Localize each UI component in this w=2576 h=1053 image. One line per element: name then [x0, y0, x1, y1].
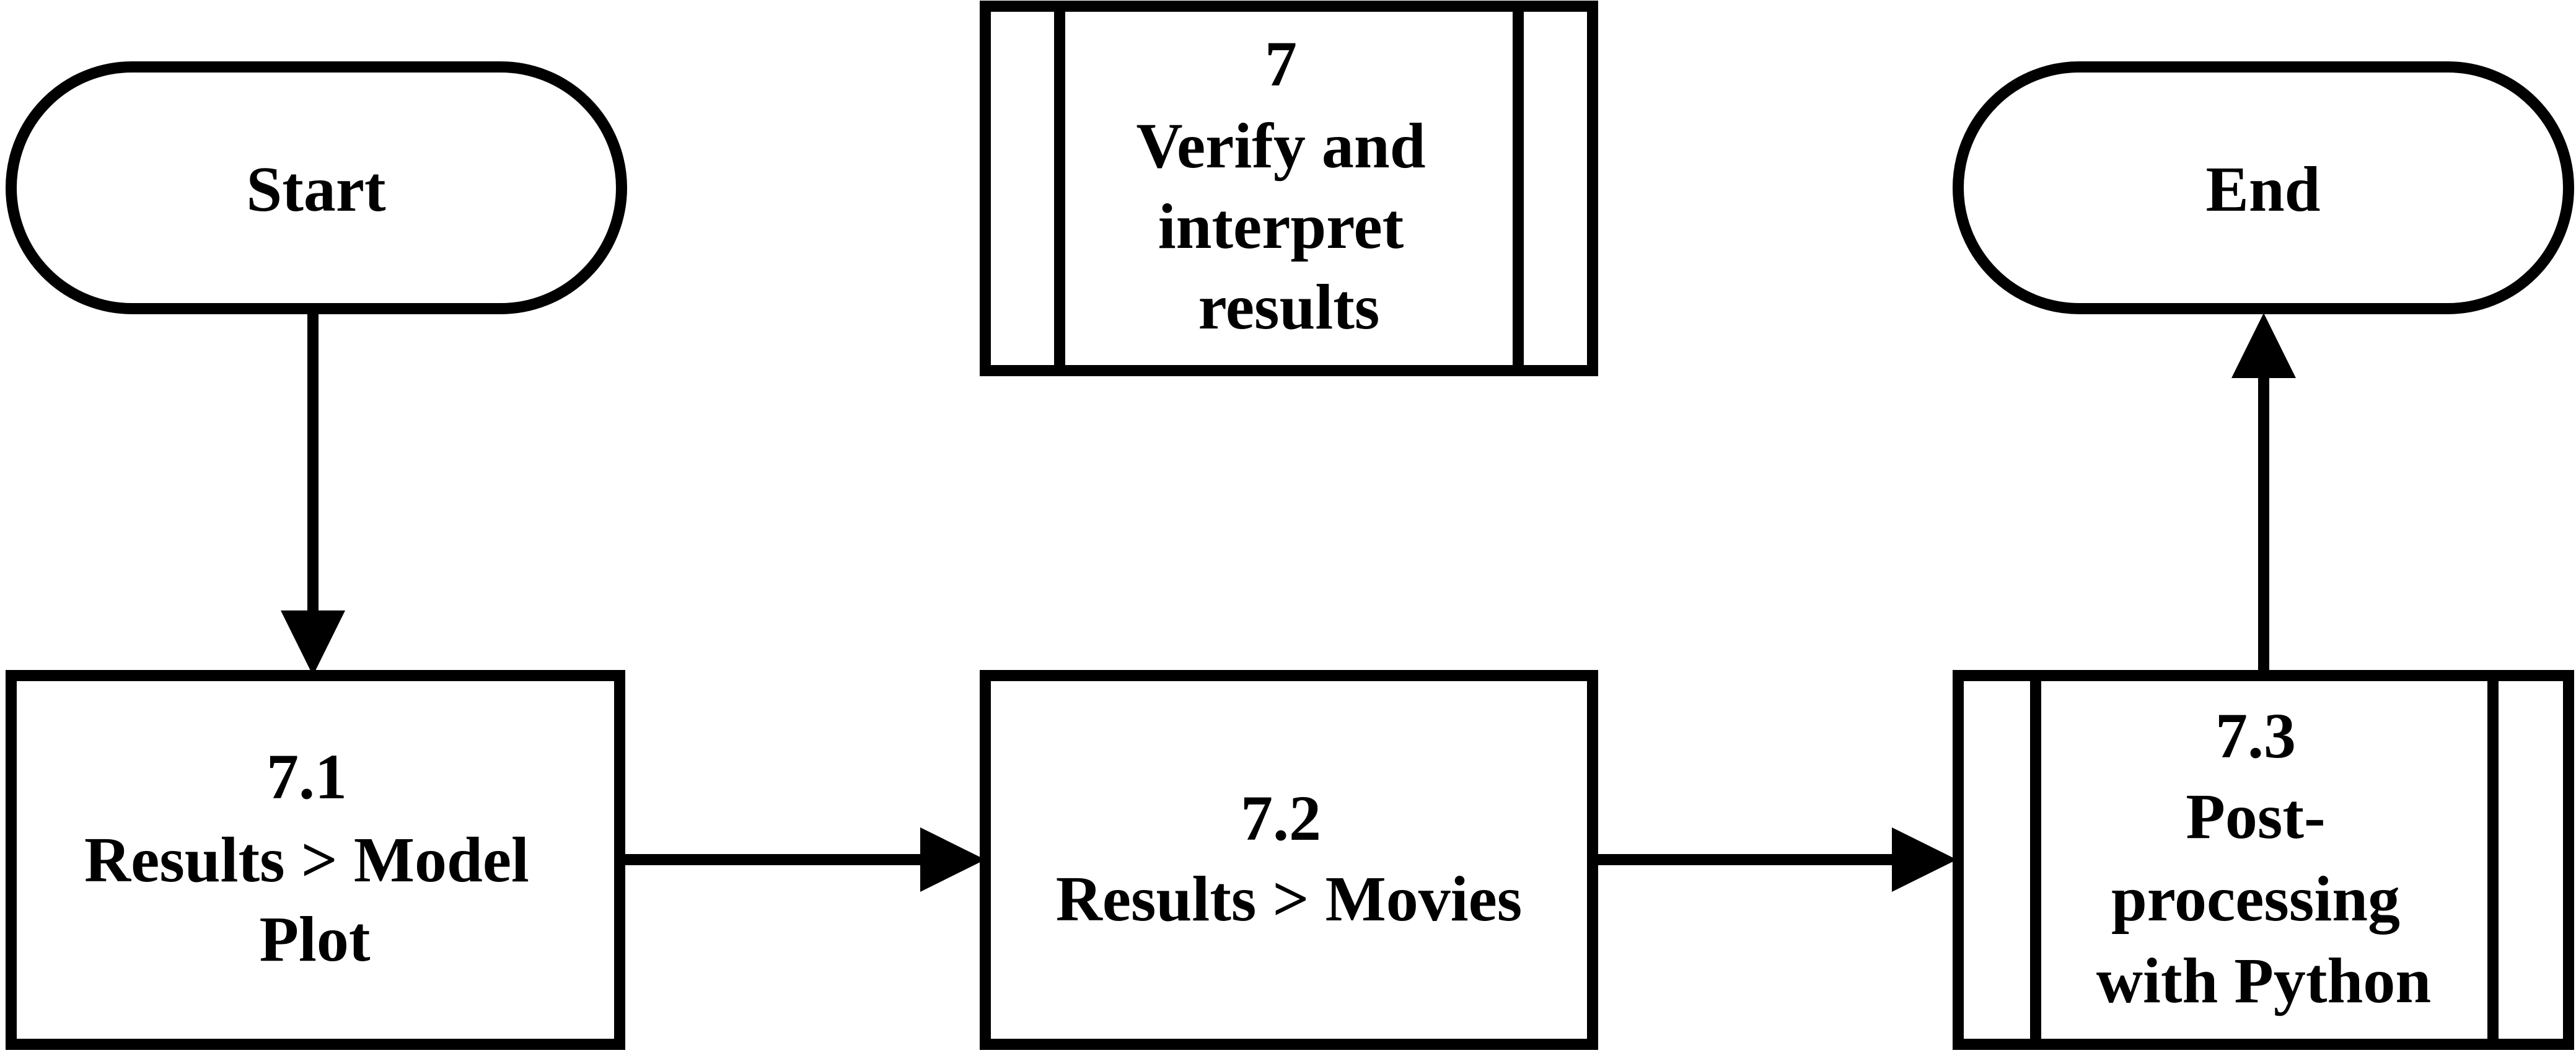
process-7-1-results-model-plot: 7.1 Results > Model Plot — [6, 670, 625, 1050]
connectors — [281, 307, 2296, 892]
arrowhead-up-icon — [2231, 313, 2296, 378]
start-label: Start — [246, 154, 386, 225]
start-terminator: Start — [6, 61, 627, 314]
arrowhead-right-icon — [920, 827, 985, 892]
process-7-2-results-movies: 7.2 Results > Movies — [980, 670, 1598, 1050]
end-label: End — [2205, 154, 2320, 225]
arrowhead-right-icon — [1892, 827, 1957, 892]
process-7-3-label: 7.3 Post- processing with Python — [2096, 700, 2431, 1016]
end-terminator: End — [1953, 61, 2574, 314]
process-7-verify-and-interpret-results: 7 Verify and interpret results — [980, 1, 1598, 376]
process-7-3-post-processing-with-python: 7.3 Post- processing with Python — [1953, 670, 2574, 1050]
arrowhead-down-icon — [281, 610, 345, 676]
process-7-label: 7 Verify and interpret results — [1136, 29, 1441, 343]
process-7-1-label: 7.1 Results > Model Plot — [84, 741, 545, 975]
process-7-2-label: 7.2 Results > Movies — [1056, 783, 1523, 935]
